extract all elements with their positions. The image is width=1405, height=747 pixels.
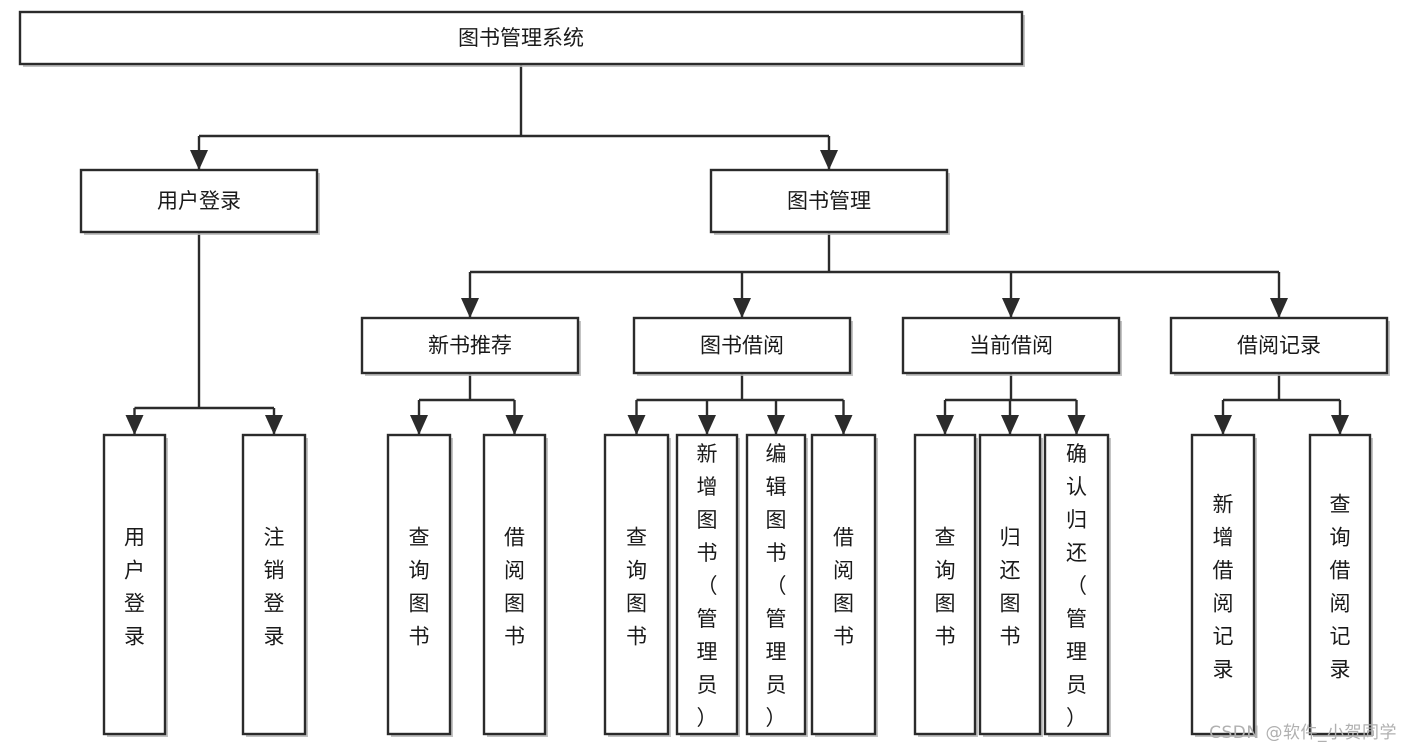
node-label: 图书借阅 — [700, 334, 784, 358]
arrow-l3-1-3 — [834, 415, 853, 435]
node-leaf-4[interactable]: 查询图书 — [603, 433, 671, 737]
arrow-l3-2-2 — [1067, 415, 1086, 435]
arrow-l3-0-1 — [505, 415, 524, 435]
node-rect[interactable] — [360, 316, 580, 375]
node-level3-0[interactable]: 新书推荐 — [360, 316, 581, 376]
node-level3-1[interactable]: 图书借阅 — [632, 316, 853, 376]
node-rect[interactable] — [241, 433, 307, 736]
node-leaf-3[interactable]: 借阅图书 — [482, 433, 548, 737]
node-rect[interactable] — [745, 433, 807, 736]
arrow-l3-0-0 — [410, 415, 428, 435]
node-label: 新书推荐 — [428, 334, 512, 358]
arrow-login-0 — [125, 415, 144, 435]
node-leaf-2[interactable]: 查询图书 — [386, 433, 453, 737]
node-rect[interactable] — [913, 433, 977, 736]
node-label: 归还图书 — [1000, 526, 1021, 649]
node-label: 当前借阅 — [969, 334, 1053, 358]
node-layer: 图书管理系统用户登录图书管理新书推荐图书借阅当前借阅借阅记录用户登录注销登录查询… — [18, 10, 1390, 737]
arrow-l3-3-0 — [1214, 415, 1232, 435]
node-level3-3[interactable]: 借阅记录 — [1169, 316, 1390, 376]
node-rect[interactable] — [1043, 433, 1110, 736]
arrow-root-0 — [190, 150, 208, 170]
node-rect[interactable] — [1169, 316, 1389, 375]
node-leaf-1[interactable]: 注销登录 — [241, 433, 308, 737]
arrow-l3-1-2 — [767, 415, 785, 435]
node-leaf-9[interactable]: 归还图书 — [978, 433, 1043, 737]
node-label: 确认归还（管理员） — [1066, 442, 1087, 730]
node-label: 用户登录 — [124, 526, 145, 649]
arrow-book-mgmt-1 — [733, 298, 751, 318]
node-label: 新增借阅记录 — [1213, 493, 1234, 682]
node-rect[interactable] — [603, 433, 670, 736]
arrow-book-mgmt-3 — [1270, 298, 1288, 318]
node-label: 借阅记录 — [1237, 334, 1321, 358]
node-label: 借阅图书 — [833, 526, 854, 649]
node-label: 新增图书（管理员） — [697, 442, 718, 730]
arrow-l3-3-1 — [1331, 415, 1349, 435]
node-label: 查询图书 — [409, 526, 430, 649]
node-rect[interactable] — [482, 433, 547, 736]
node-label: 图书管理系统 — [458, 26, 584, 50]
arrow-book-mgmt-2 — [1002, 298, 1020, 318]
arrow-login-1 — [265, 415, 283, 435]
node-rect[interactable] — [901, 316, 1121, 375]
node-rect[interactable] — [632, 316, 852, 375]
node-leaf-11[interactable]: 新增借阅记录 — [1190, 433, 1257, 737]
connector-layer — [125, 64, 1349, 435]
node-rect[interactable] — [1308, 433, 1372, 736]
node-leaf-0[interactable]: 用户登录 — [102, 433, 168, 737]
arrow-l3-1-0 — [627, 415, 646, 435]
arrow-l3-1-1 — [698, 415, 716, 435]
node-rect[interactable] — [386, 433, 452, 736]
node-leaf-7[interactable]: 借阅图书 — [810, 433, 878, 737]
node-label: 注销登录 — [264, 526, 285, 649]
node-leaf-6[interactable]: 编辑图书（管理员） — [745, 433, 808, 737]
csdn-watermark: CSDN @软件_小贺同学 — [1209, 723, 1397, 743]
node-level3-2[interactable]: 当前借阅 — [901, 316, 1122, 376]
node-label: 用户登录 — [157, 189, 241, 213]
node-rect[interactable] — [810, 433, 877, 736]
arrow-l3-2-0 — [936, 415, 954, 435]
node-level2-0[interactable]: 用户登录 — [79, 168, 320, 235]
node-rect[interactable] — [18, 10, 1024, 66]
arrow-book-mgmt-0 — [461, 298, 479, 318]
node-rect[interactable] — [79, 168, 319, 234]
node-leaf-12[interactable]: 查询借阅记录 — [1308, 433, 1373, 737]
node-leaf-5[interactable]: 新增图书（管理员） — [675, 433, 740, 737]
node-leaf-8[interactable]: 查询图书 — [913, 433, 978, 737]
node-label: 借阅图书 — [504, 526, 525, 649]
node-label: 查询借阅记录 — [1330, 493, 1351, 682]
node-root[interactable]: 图书管理系统 — [18, 10, 1025, 67]
node-rect[interactable] — [709, 168, 949, 234]
node-rect[interactable] — [978, 433, 1042, 736]
node-label: 查询图书 — [935, 526, 956, 649]
node-label: 编辑图书（管理员） — [766, 442, 787, 730]
node-rect[interactable] — [102, 433, 167, 736]
node-level2-1[interactable]: 图书管理 — [709, 168, 950, 235]
node-leaf-10[interactable]: 确认归还（管理员） — [1043, 433, 1111, 737]
arrow-l3-2-1 — [1001, 415, 1019, 435]
node-label: 图书管理 — [787, 189, 871, 213]
arrow-root-1 — [820, 150, 838, 170]
node-rect[interactable] — [1190, 433, 1256, 736]
node-rect[interactable] — [675, 433, 739, 736]
node-label: 查询图书 — [626, 526, 647, 649]
